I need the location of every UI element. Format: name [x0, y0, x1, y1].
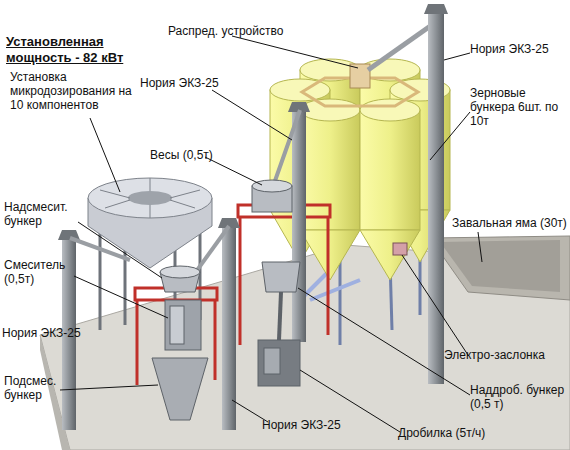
part-label: Нория ЭКЗ-25: [470, 42, 565, 56]
part-label: Электро-заслонка: [444, 348, 564, 362]
part-label: Надсмесит. бункер: [4, 200, 84, 228]
part-label: Установка микродозирования на 10 компоне…: [10, 70, 140, 112]
bucket-elevators: [58, 4, 448, 430]
part-label: Завальная яма (30т): [452, 216, 567, 230]
intake-pit: [430, 236, 570, 300]
pit-inner: [440, 240, 560, 292]
part-label: Подсмес. бункер: [4, 374, 74, 402]
part-label: Весы (0,5т): [150, 148, 240, 162]
part-label: Смеситель (0,5т): [4, 258, 79, 286]
equipment: [152, 180, 300, 420]
part-label: Дробилка (5т/ч): [398, 426, 518, 440]
part-label: Нория ЭКЗ-25: [2, 326, 97, 340]
plant-title: Установленная мощность - 82 кВт: [6, 34, 156, 66]
part-label: Нория ЭКЗ-25: [140, 76, 240, 90]
spout-pipe: [368, 22, 436, 70]
distributor: [350, 64, 370, 88]
part-label: Распред. устройство: [168, 24, 298, 38]
part-label: Зерновые бункера 6шт. по 10т: [470, 86, 570, 128]
electro-valve: [393, 243, 407, 255]
part-label: Нория ЭКЗ-25: [262, 418, 357, 432]
part-label: Наддроб. бункер (0,5 т): [470, 383, 568, 411]
